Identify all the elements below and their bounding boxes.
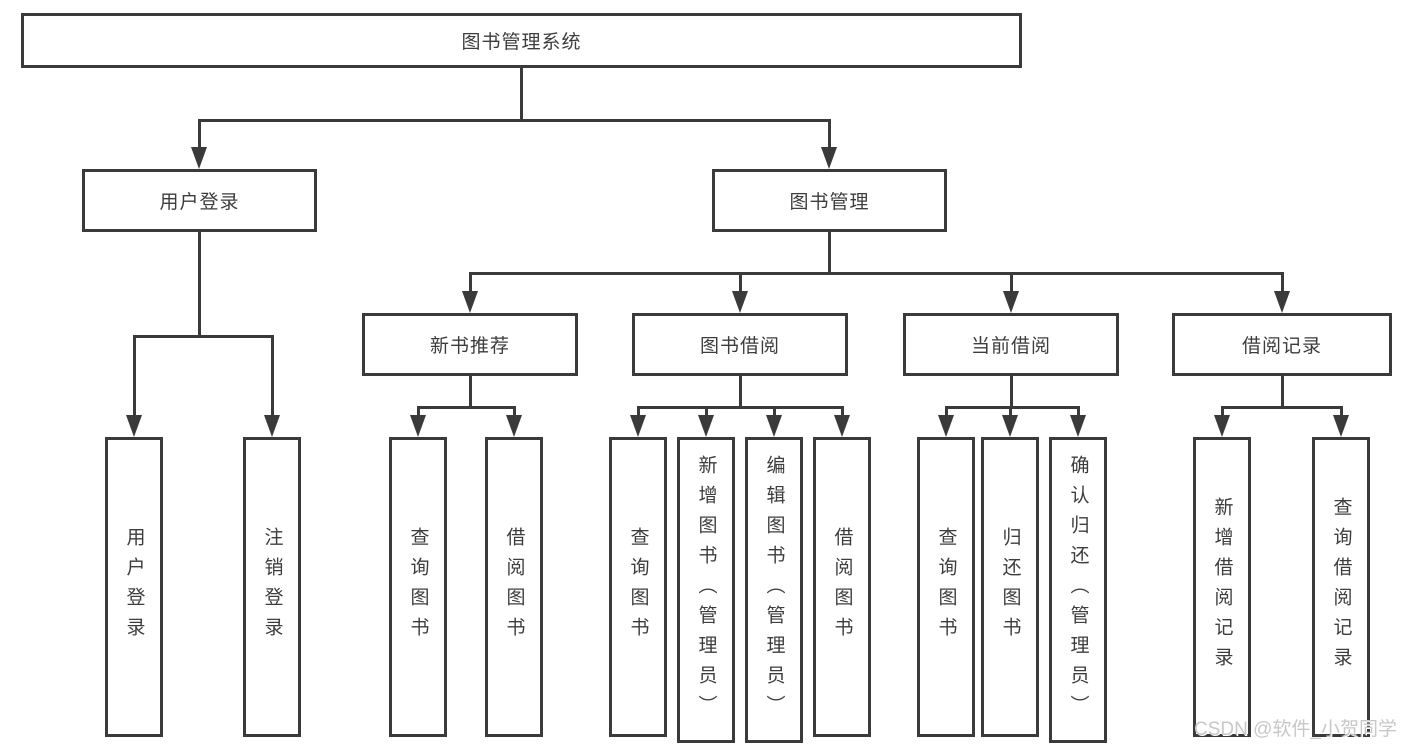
edge-drop (1077, 406, 1080, 415)
edge-user-login-stem (198, 232, 201, 336)
edge-drop-borrow-record (1281, 272, 1284, 291)
edge-drop (1221, 406, 1224, 415)
leaf-query-books-recommend: 查询图书 (389, 437, 447, 737)
edge-drop-new-book (469, 272, 472, 291)
edge-drop-login-leaf (133, 335, 136, 415)
arrow-down-icon (410, 415, 426, 437)
edge-borrow-record-bus (1221, 406, 1342, 409)
node-book-management-label: 图书管理 (789, 192, 870, 213)
arrow-down-icon (506, 415, 522, 437)
leaf-logout: 注销登录 (243, 437, 301, 737)
edge-borrow-record-stem (1281, 376, 1284, 407)
leaf-logout-label: 注销登录 (261, 527, 283, 647)
leaf-query-books-borrow-label: 查询图书 (627, 527, 649, 647)
arrow-down-icon (698, 415, 714, 437)
node-root-label: 图书管理系统 (461, 32, 582, 53)
edge-drop (705, 406, 708, 415)
leaf-query-books-recommend-label: 查询图书 (407, 527, 429, 647)
edge-user-login-bus (133, 335, 273, 338)
node-root: 图书管理系统 (21, 13, 1022, 68)
leaf-confirm-return-admin-label: 确认归还（管理员） (1067, 455, 1089, 725)
leaf-query-books-current: 查询图书 (917, 437, 975, 737)
node-new-book-recommend-label: 新书推荐 (429, 336, 510, 357)
edge-new-book-stem (469, 376, 472, 407)
leaf-borrow-books-recommend: 借阅图书 (485, 437, 543, 737)
edge-new-book-bus (417, 406, 515, 409)
edge-book-borrow-bus (637, 406, 843, 409)
node-user-login: 用户登录 (82, 169, 317, 232)
arrow-down-icon (834, 415, 850, 437)
leaf-user-login-label: 用户登录 (123, 527, 145, 647)
leaf-borrow-books-recommend-label: 借阅图书 (503, 527, 525, 647)
edge-drop (417, 406, 420, 415)
leaf-add-borrow-record: 新增借阅记录 (1193, 437, 1251, 737)
edge-book-borrow-stem (739, 376, 742, 407)
edge-drop (773, 406, 776, 415)
edge-book-management-bus (469, 272, 1283, 275)
node-current-borrow: 当前借阅 (903, 313, 1119, 376)
edge-current-borrow-stem (1010, 376, 1013, 407)
leaf-add-borrow-record-label: 新增借阅记录 (1211, 497, 1233, 677)
node-user-login-label: 用户登录 (159, 192, 240, 213)
arrow-down-icon (732, 291, 748, 313)
leaf-edit-book-admin-label: 编辑图书（管理员） (763, 455, 785, 725)
edge-drop-user-login (198, 119, 201, 147)
edge-drop (1340, 406, 1343, 415)
edge-drop (945, 406, 948, 415)
node-book-borrow-label: 图书借阅 (699, 336, 780, 357)
leaf-return-book-label: 归还图书 (999, 527, 1021, 647)
edge-drop-current-borrow (1010, 272, 1013, 291)
arrow-down-icon (264, 415, 280, 437)
edge-drop (1009, 406, 1012, 415)
leaf-add-book-admin: 新增图书（管理员） (677, 437, 735, 743)
arrow-down-icon (938, 415, 954, 437)
arrow-down-icon (821, 147, 837, 169)
leaf-borrow-books-label: 借阅图书 (831, 527, 853, 647)
arrow-down-icon (462, 291, 478, 313)
edge-drop (637, 406, 640, 415)
node-borrow-record-label: 借阅记录 (1241, 336, 1322, 357)
arrow-down-icon (1070, 415, 1086, 437)
edge-book-management-stem (828, 232, 831, 273)
edge-root-bus (198, 119, 830, 122)
arrow-down-icon (126, 415, 142, 437)
edge-drop-book-borrow (739, 272, 742, 291)
edge-drop (841, 406, 844, 415)
arrow-down-icon (766, 415, 782, 437)
leaf-borrow-books: 借阅图书 (813, 437, 871, 737)
leaf-return-book: 归还图书 (981, 437, 1039, 737)
node-new-book-recommend: 新书推荐 (362, 313, 578, 376)
leaf-query-books-current-label: 查询图书 (935, 527, 957, 647)
arrow-down-icon (1214, 415, 1230, 437)
leaf-query-borrow-record: 查询借阅记录 (1312, 437, 1370, 737)
node-book-borrow: 图书借阅 (632, 313, 848, 376)
arrow-down-icon (1003, 291, 1019, 313)
edge-root-stem (520, 68, 523, 120)
leaf-user-login: 用户登录 (105, 437, 163, 737)
node-book-management: 图书管理 (712, 169, 947, 232)
arrow-down-icon (1274, 291, 1290, 313)
arrow-down-icon (1333, 415, 1349, 437)
arrow-down-icon (630, 415, 646, 437)
arrow-down-icon (1002, 415, 1018, 437)
watermark: CSDN @软件_小贺同学 (1194, 719, 1397, 740)
edge-current-borrow-bus (945, 406, 1079, 409)
edge-drop-logout-leaf (271, 335, 274, 415)
leaf-confirm-return-admin: 确认归还（管理员） (1049, 437, 1107, 743)
leaf-query-borrow-record-label: 查询借阅记录 (1330, 497, 1352, 677)
leaf-edit-book-admin: 编辑图书（管理员） (745, 437, 803, 743)
edge-drop-book-management (828, 119, 831, 147)
leaf-add-book-admin-label: 新增图书（管理员） (695, 455, 717, 725)
node-borrow-record: 借阅记录 (1172, 313, 1392, 376)
arrow-down-icon (191, 147, 207, 169)
node-current-borrow-label: 当前借阅 (970, 336, 1051, 357)
leaf-query-books-borrow: 查询图书 (609, 437, 667, 737)
edge-drop (513, 406, 516, 415)
